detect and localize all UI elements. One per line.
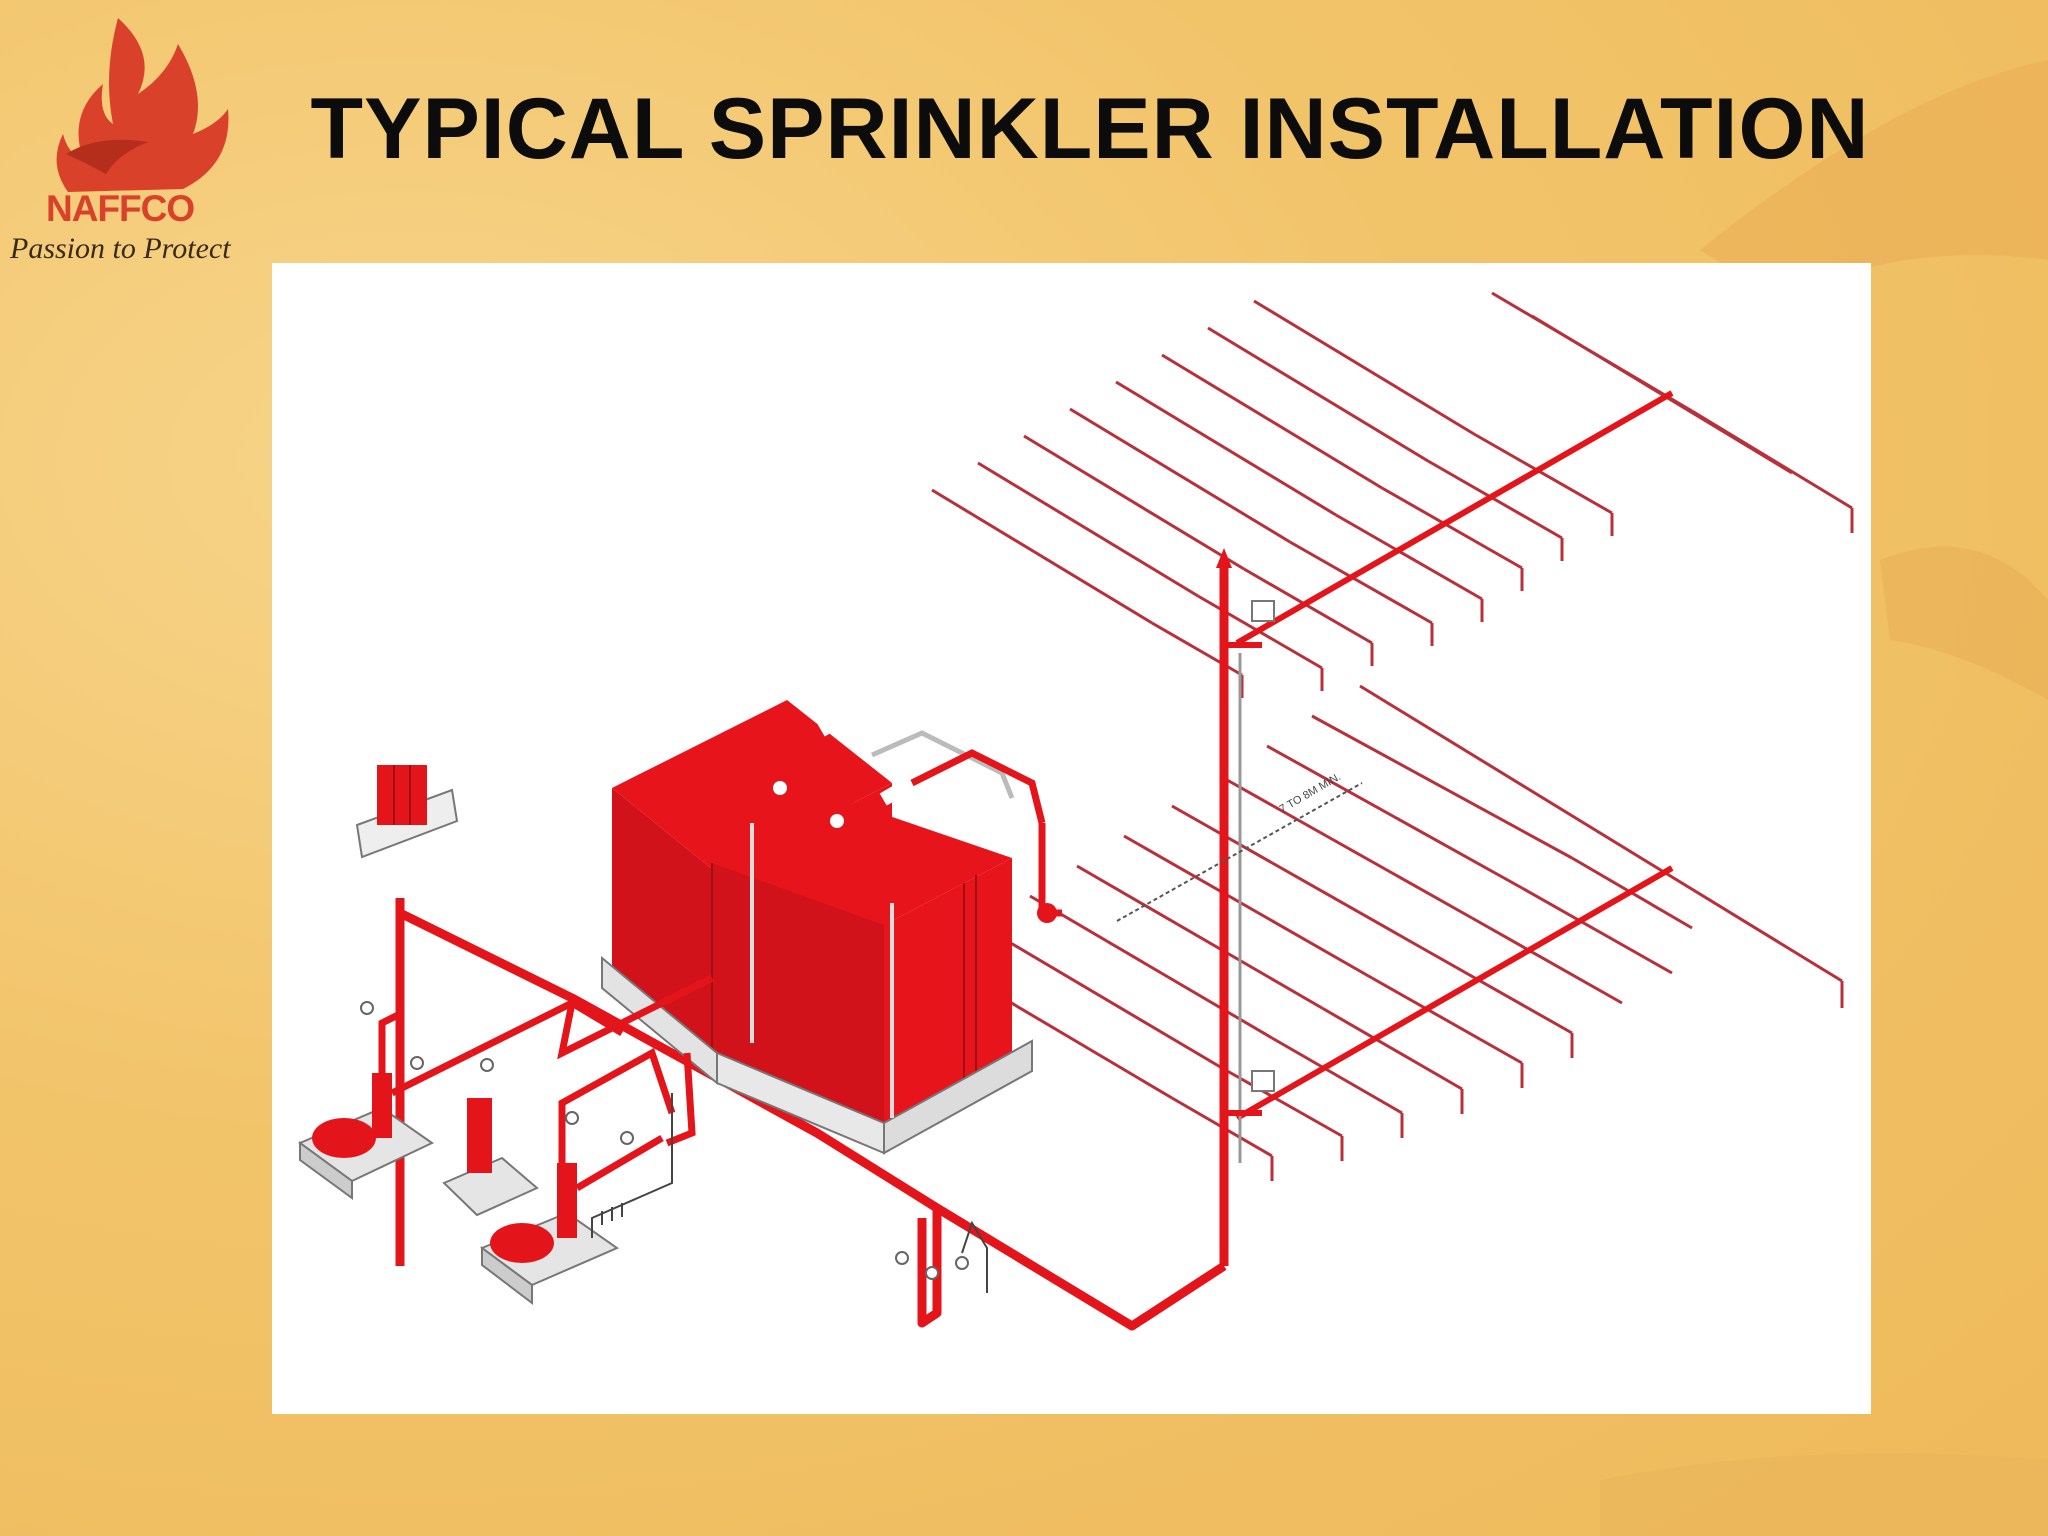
pump-3 <box>479 1134 664 1306</box>
diagram-panel: 7 TO 8M MIN. <box>272 263 1871 1414</box>
page-title: TYPICAL SPRINKLER INSTALLATION <box>310 81 1870 177</box>
brand-name: NAFFCO <box>46 188 195 229</box>
brand-tagline: Passion to Protect <box>10 232 231 265</box>
upper-cross-main <box>1235 390 1674 646</box>
upper-sprinkler-grid <box>931 291 1854 698</box>
riser <box>1216 548 1275 1266</box>
flame-eagle-icon <box>56 18 229 192</box>
test-drain <box>591 1093 988 1293</box>
naffco-logo: NAFFCO Passion to Protect <box>8 14 264 265</box>
lower-cross-main <box>1235 865 1674 1121</box>
valve-fittings <box>360 1001 969 1280</box>
pump-2-jockey <box>442 1098 539 1217</box>
pump-piping <box>378 974 714 1163</box>
sprinkler-diagram: 7 TO 8M MIN. <box>297 291 1854 1331</box>
lower-sprinkler-grid <box>931 684 1844 1181</box>
main-supply-pipe <box>395 898 1227 1331</box>
height-dimension-label: 7 TO 8M MIN. <box>1278 771 1343 816</box>
control-panel <box>355 765 459 859</box>
pump-1 <box>297 1049 474 1200</box>
water-tanks <box>601 700 1062 1155</box>
